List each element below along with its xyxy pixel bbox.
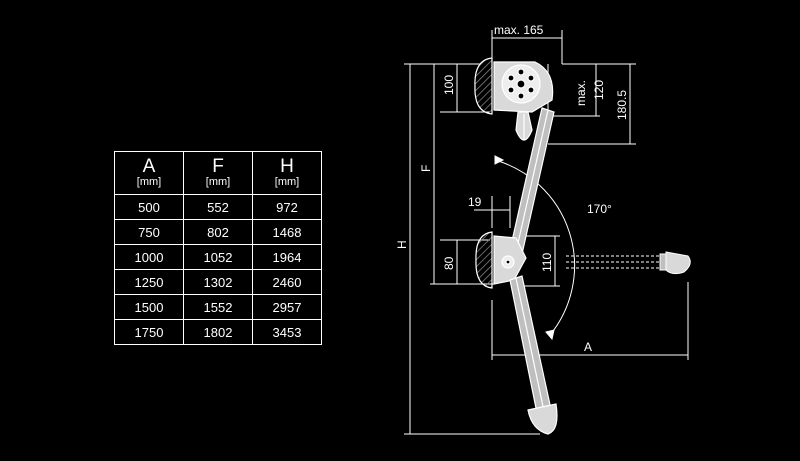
- header-h-label: H: [280, 156, 294, 178]
- cell-a: 1250: [114, 269, 184, 295]
- cell-f: 552: [183, 194, 253, 220]
- cell-h: 2460: [252, 269, 322, 295]
- dim-180-5: 180.5: [615, 90, 629, 120]
- cell-a: 1000: [114, 244, 184, 270]
- cell-h: 2957: [252, 294, 322, 320]
- dim-a: A: [584, 340, 592, 354]
- dim-max120-a: max.: [574, 80, 588, 106]
- header-a-unit: [mm]: [136, 176, 162, 189]
- header-f-unit: [mm]: [205, 176, 231, 189]
- dim-19: 19: [468, 195, 482, 209]
- cell-f: 802: [183, 219, 253, 245]
- header-f: F[mm]: [183, 151, 253, 195]
- header-a-label: A: [142, 156, 156, 178]
- upper-pivot-head: [493, 61, 554, 141]
- cell-h: 972: [252, 194, 322, 220]
- dim-h: H: [395, 240, 409, 249]
- cell-f: 1802: [183, 319, 253, 345]
- lower-pivot-joint: [493, 235, 527, 285]
- header-h-unit: [mm]: [274, 176, 300, 189]
- cell-h: 1964: [252, 244, 322, 270]
- dim-100: 100: [442, 75, 456, 95]
- cell-f: 1052: [183, 244, 253, 270]
- extended-arm: [566, 251, 691, 275]
- cell-f: 1302: [183, 269, 253, 295]
- dim-max120-b: 120: [592, 80, 606, 100]
- dim-170: 170°: [587, 202, 612, 216]
- cell-h: 1468: [252, 219, 322, 245]
- dimension-lines: [404, 30, 689, 435]
- cell-h: 3453: [252, 319, 322, 345]
- header-f-label: F: [212, 156, 224, 178]
- lower-wall-mount: [475, 231, 493, 289]
- dim-f: F: [419, 165, 433, 172]
- cell-a: 500: [114, 194, 184, 220]
- dim-110: 110: [540, 253, 554, 272]
- dim-80: 80: [442, 256, 456, 270]
- lower-arm: [509, 275, 558, 435]
- dim-max165: max. 165: [494, 23, 544, 37]
- upper-wall-mount: [474, 57, 493, 115]
